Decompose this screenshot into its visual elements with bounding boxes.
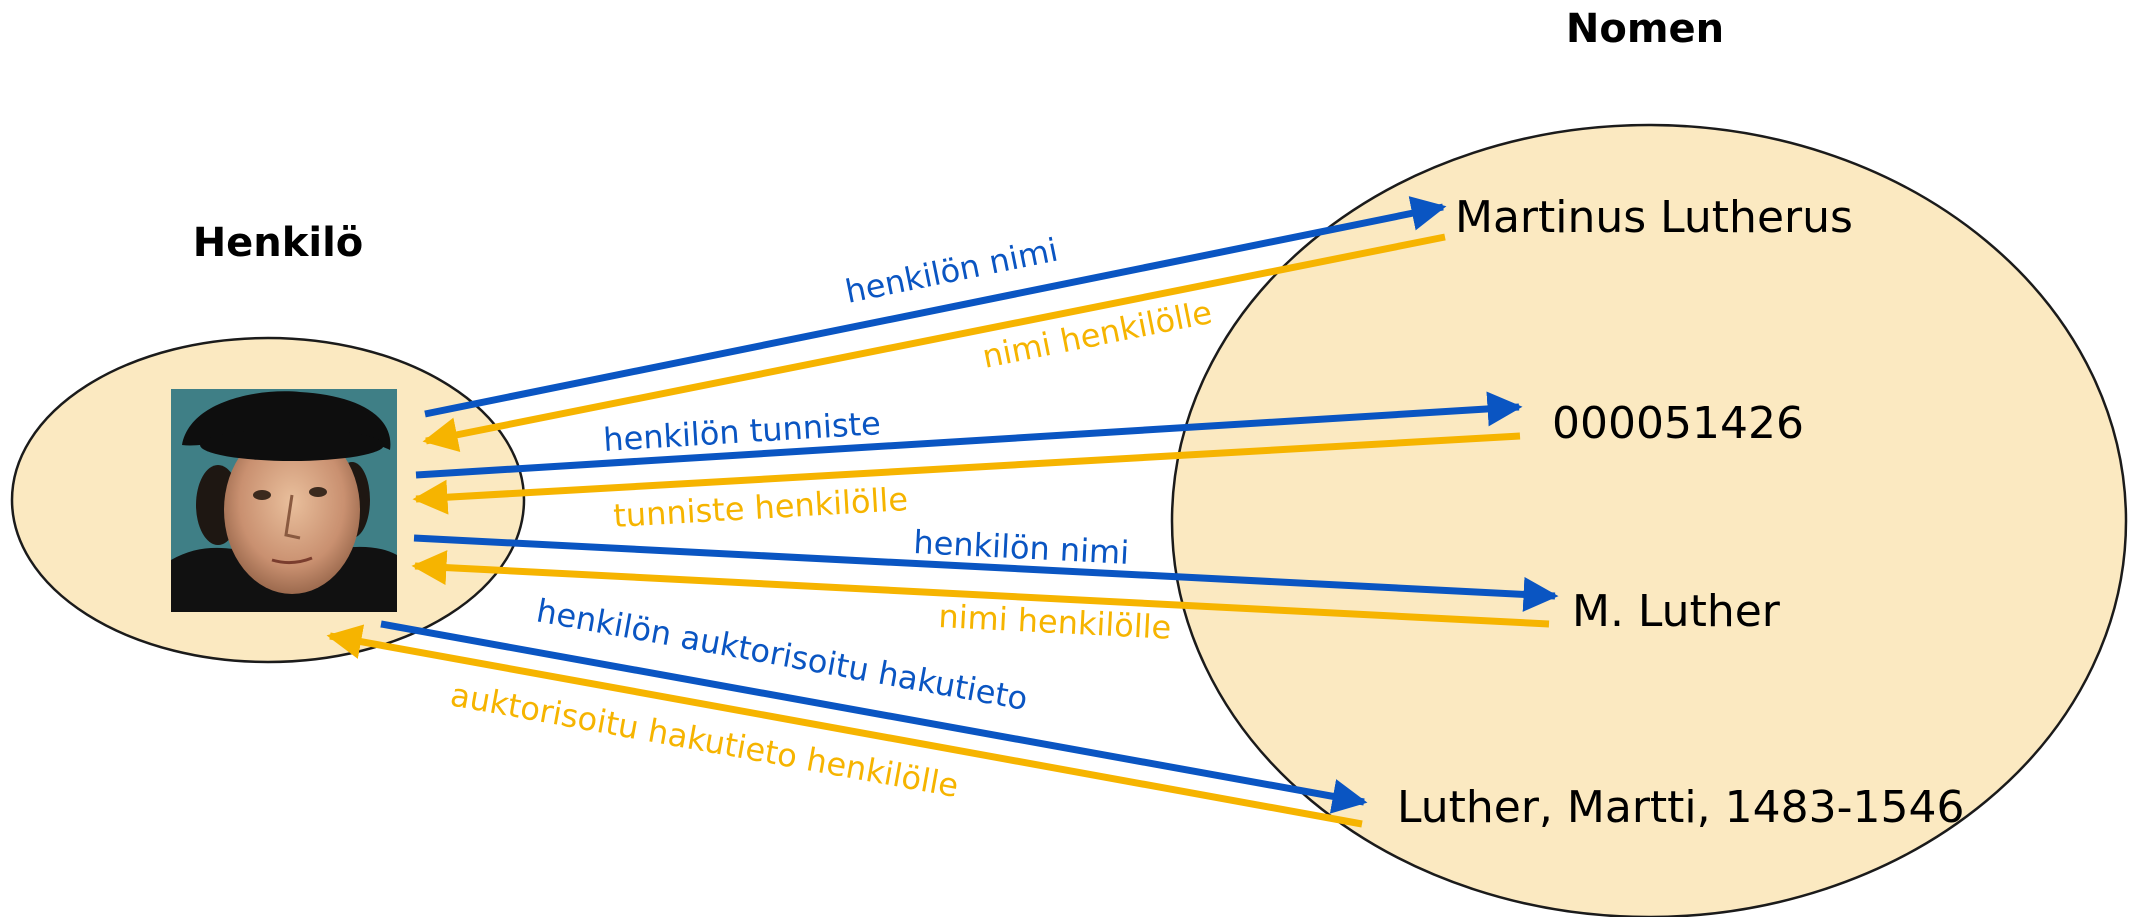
arrows [326, 196, 1559, 828]
person-title: Henkilö [193, 220, 364, 266]
arrow-person-to-authorized-access-point [380, 620, 1368, 814]
portrait-image [171, 389, 397, 612]
arrow-authorized-access-point-to-person [326, 624, 1363, 828]
nomen-node-authorized-access-point: Luther, Martti, 1483-1546 [1397, 782, 1964, 833]
nomen-node-short-name: M. Luther [1572, 586, 1781, 637]
nomen-node-identifier: 000051426 [1552, 398, 1804, 449]
arrow-identifier-to-person [412, 432, 1521, 515]
arrow-person-to-name-1 [424, 196, 1447, 418]
nomen-node-latin-name: Martinus Lutherus [1455, 192, 1853, 243]
label-person-name-1: henkilön nimi [842, 231, 1061, 311]
nomen-ellipse [1170, 123, 2128, 917]
arrow-person-to-identifier [415, 391, 1523, 479]
arrow-person-to-name-2 [413, 534, 1559, 612]
arrow-name-2-to-person [411, 550, 1550, 628]
nomen-title: Nomen [1566, 6, 1724, 52]
arrow-name-1-to-person [422, 233, 1446, 452]
